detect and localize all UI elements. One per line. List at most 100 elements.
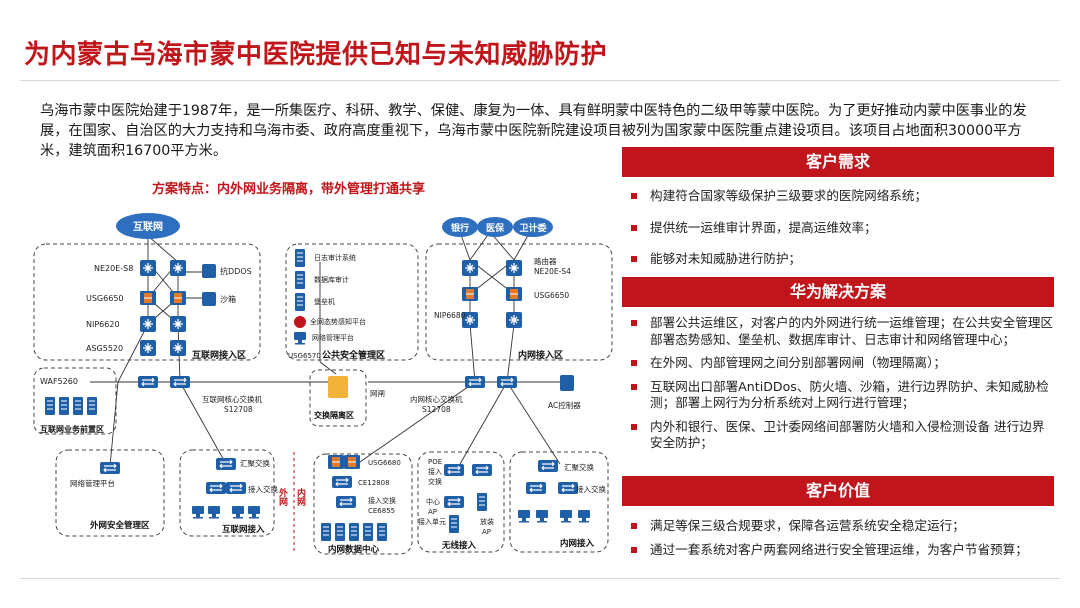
zone-extranet-security (55, 449, 165, 537)
mgmt-switch-icon (99, 461, 121, 475)
poe-switch-icon (471, 463, 493, 477)
dc-server-icon (348, 522, 360, 542)
svg-text:NE20E-S4: NE20E-S4 (534, 267, 571, 276)
svg-text:接入: 接入 (428, 467, 442, 476)
sandbox-icon (202, 292, 216, 306)
waf-server-icon (86, 396, 98, 416)
core-switch-icon (331, 475, 353, 489)
svg-text:POE: POE (428, 458, 442, 466)
dc-server-icon (320, 522, 332, 542)
waf-server-icon (58, 396, 70, 416)
needs-list: 构建符合国家等级保护三级要求的医院网络系统； 提供统一运维审计界面，提高运维效率… (622, 188, 1054, 283)
intro-paragraph: 乌海市蒙中医院始建于1987年，是一所集医疗、科研、教学、保健、康复为一体、具有… (40, 103, 1027, 159)
pc-icon (578, 510, 590, 523)
svg-text:外网安全管理区: 外网安全管理区 (89, 520, 150, 531)
firewall-icon (343, 454, 361, 470)
svg-text:日志审计系统: 日志审计系统 (314, 253, 356, 262)
list-item: 互联网出口部署AntiDDos、防火墙、沙箱，进行边界防护、未知威胁检测；部署上… (622, 379, 1054, 412)
ips-icon (169, 315, 187, 333)
plan-feature-heading: 方案特点：内外网业务隔离，带外管理打通共享 (152, 182, 426, 197)
svg-text:公共安全管理区: 公共安全管理区 (322, 349, 385, 361)
title-divider (20, 80, 1060, 81)
access-switch-icon (525, 481, 547, 495)
svg-text:互联网: 互联网 (133, 220, 163, 233)
core-switch-icon (496, 375, 518, 389)
pc-icon (232, 506, 244, 519)
svg-text:交换隔离区: 交换隔离区 (314, 410, 354, 420)
svg-text:路由器: 路由器 (534, 256, 557, 266)
bottom-divider (20, 578, 1060, 579)
svg-text:CE12808: CE12808 (358, 479, 390, 487)
svg-text:CE6855: CE6855 (368, 507, 395, 515)
firewall-icon (169, 290, 187, 306)
access-switch-icon (335, 495, 357, 509)
pc-icon (208, 506, 220, 519)
svg-text:接入交换: 接入交换 (576, 484, 606, 494)
svg-text:NIP6620: NIP6620 (86, 320, 120, 329)
ips-icon (505, 311, 523, 329)
svg-text:互联网业务前置区: 互联网业务前置区 (40, 424, 104, 434)
pc-icon (192, 506, 204, 519)
svg-text:数据库审计: 数据库审计 (314, 275, 349, 284)
svg-text:USG6570: USG6570 (288, 352, 321, 360)
svg-text:放装: 放装 (480, 517, 494, 526)
dc-server-icon (362, 522, 374, 542)
svg-text:互联网接入区: 互联网接入区 (192, 349, 246, 361)
panel-ap-icon (476, 492, 488, 512)
solution-header: 华为解决方案 (622, 277, 1054, 307)
needs-header: 客户需求 (622, 147, 1054, 177)
asg-icon (139, 339, 157, 357)
svg-text:无线接入: 无线接入 (441, 540, 477, 551)
bank-cloud: 银行 (442, 217, 478, 237)
svg-text:全网态势感知平台: 全网态势感知平台 (310, 317, 366, 326)
svg-text:互联网核心交换机: 互联网核心交换机 (202, 394, 262, 404)
value-list: 满足等保三级合规要求，保障各运营系统安全稳定运行； 通过一套系统对客户两套网络进… (622, 518, 1054, 565)
svg-text:AC控制器: AC控制器 (548, 400, 581, 410)
bastion-icon (294, 292, 306, 312)
net-mgmt-icon (294, 332, 306, 345)
svg-text:S12708: S12708 (422, 405, 451, 414)
ap-icon (448, 514, 460, 534)
asg-icon (169, 339, 187, 357)
zone-intranet-access-bottom (509, 451, 609, 553)
svg-text:堡垒机: 堡垒机 (314, 297, 335, 306)
svg-text:汇聚交换: 汇聚交换 (240, 458, 270, 468)
list-item: 在外网、内部管理网之间分别部署网闸（物理隔离）； (622, 355, 1054, 372)
poe-switch-icon (443, 463, 465, 477)
core-switch-icon (137, 375, 159, 389)
network-topology-diagram: 互联网 银行 医保 卫计委 NE20E-S8 USG6650 NIP6620 A… (33, 213, 613, 555)
svg-text:沙箱: 沙箱 (220, 294, 236, 304)
svg-text:内网核心交换机: 内网核心交换机 (410, 394, 463, 404)
router-icon (505, 259, 523, 277)
situation-awareness-icon (294, 316, 306, 328)
internet-cloud: 互联网 (116, 213, 180, 239)
svg-text:接入交换: 接入交换 (248, 484, 278, 494)
aggregation-switch-icon (215, 457, 237, 471)
access-switch-icon (225, 481, 247, 495)
waf-server-icon (72, 396, 84, 416)
medical-insurance-cloud: 医保 (477, 217, 513, 237)
core-switch-icon (169, 375, 191, 389)
svg-text:交换: 交换 (428, 477, 442, 486)
svg-text:NIP6680: NIP6680 (434, 311, 466, 320)
svg-text:网络管理平台: 网络管理平台 (70, 478, 115, 488)
list-item: 提供统一运维审计界面，提高运维效率； (622, 220, 1054, 237)
access-switch-icon (205, 481, 227, 495)
svg-text:银行: 银行 (451, 222, 469, 234)
svg-text:USG6650: USG6650 (534, 291, 569, 300)
svg-text:抗DDOS: 抗DDOS (220, 266, 252, 276)
firewall-icon (327, 454, 345, 470)
zone-wireless-access (417, 451, 505, 553)
firewall-icon (461, 286, 479, 302)
list-item: 能够对未知威胁进行防护； (622, 251, 1054, 268)
pc-icon (560, 510, 572, 523)
list-item: 通过一套系统对客户两套网络进行安全管理运维，为客户节省预算； (622, 542, 1054, 559)
svg-text:互联网接入: 互联网接入 (222, 524, 265, 535)
svg-text:AP: AP (428, 508, 437, 516)
svg-text:接入交换: 接入交换 (368, 496, 396, 505)
svg-text:卫计委: 卫计委 (519, 222, 547, 234)
svg-text:AP: AP (482, 528, 491, 536)
ips-icon (139, 315, 157, 333)
pc-icon (536, 510, 548, 523)
svg-text:内网: 内网 (295, 487, 306, 507)
